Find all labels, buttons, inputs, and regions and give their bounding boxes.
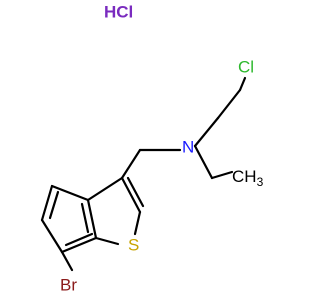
bond-c3a-c7a-double	[80, 202, 90, 234]
methyl-text: CH	[232, 167, 257, 186]
bond-c7-c7a	[86, 198, 98, 240]
bond-n-ethyl	[193, 144, 214, 180]
methyl-subscript: 3	[257, 175, 264, 189]
bond-c6-c7	[60, 236, 98, 254]
molecule-structure: HCl Cl N CH3 S Br	[40, 2, 264, 294]
bond-c4-c5	[40, 184, 54, 222]
bond-methylene-ring	[120, 148, 142, 180]
salt-label: HCl	[104, 2, 133, 21]
bond-c4-c5-double	[48, 190, 60, 220]
bond-c3-c3a	[86, 176, 124, 202]
methyl-label: CH3	[232, 167, 264, 189]
nitrogen-label: N	[182, 137, 194, 156]
bond-ch2-n	[193, 116, 220, 148]
bond-ch2-ch2cl	[216, 88, 242, 120]
bond-c3-c2-double	[126, 176, 145, 208]
bond-ethyl-ch3	[210, 170, 234, 180]
bromine-label: Br	[60, 275, 77, 294]
bond-c6-c7-double	[64, 232, 94, 247]
sulfur-label: S	[128, 235, 139, 254]
chlorine-label: Cl	[238, 57, 254, 76]
bond-s-c7a	[94, 236, 120, 246]
bond-c3a-c4	[50, 184, 90, 202]
bond-c2-s	[133, 210, 142, 236]
bond-c5-c6	[40, 218, 64, 254]
bond-ch2cl-cl	[238, 76, 247, 92]
bond-c7-br	[60, 250, 74, 272]
bond-c3-c2	[120, 176, 142, 214]
